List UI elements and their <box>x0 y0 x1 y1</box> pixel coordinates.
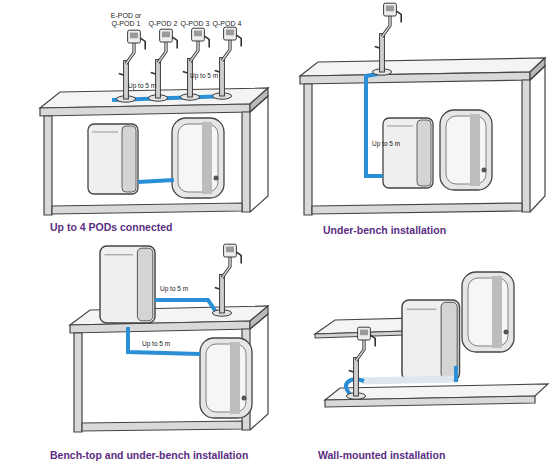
pod-tap <box>148 29 177 101</box>
bench-part <box>300 72 530 84</box>
bench-part <box>304 84 312 215</box>
water-tube <box>138 180 174 182</box>
bench-part <box>522 80 530 212</box>
chiller-unit <box>440 110 492 190</box>
pod-tap <box>372 3 401 75</box>
chiller-unit <box>172 118 224 198</box>
pod-tap <box>180 28 209 100</box>
chiller-unit <box>462 272 514 352</box>
bench-part <box>242 112 250 212</box>
pod-tap <box>346 327 375 399</box>
panel-caption: Bench-top and under-bench installation <box>50 450 280 462</box>
bench <box>70 306 268 432</box>
pod-label: Q-POD 2 <box>146 20 180 28</box>
bench-part <box>82 421 242 431</box>
wall-pipe <box>362 379 456 381</box>
bench-part <box>250 306 268 329</box>
length-note: Up to 5 m <box>190 72 230 79</box>
length-note: Up to 5 m <box>142 340 182 347</box>
bench-part <box>530 66 545 212</box>
bench-part <box>74 333 82 432</box>
bench <box>300 58 545 215</box>
length-note: Up to 5 m <box>372 140 412 147</box>
pod-tap <box>212 27 241 99</box>
pod-tap <box>116 30 145 102</box>
panel-caption: Wall-mounted installation <box>318 450 518 462</box>
water-tube <box>454 366 458 382</box>
bench-part <box>530 58 545 80</box>
pod-label: Q-POD 3 <box>178 20 212 28</box>
bench-part <box>250 96 268 212</box>
panel-caption: Up to 4 PODs connected <box>50 222 250 234</box>
chiller-unit <box>200 338 252 418</box>
chiller-unit <box>88 124 138 194</box>
bench-part <box>44 116 52 215</box>
bench-part <box>52 203 242 214</box>
bench-part <box>250 314 268 430</box>
bench-part <box>312 203 522 214</box>
water-tube <box>366 74 383 176</box>
chiller-unit <box>402 300 460 381</box>
bench-part <box>40 104 250 116</box>
bench <box>40 88 268 215</box>
chiller-unit <box>100 246 155 323</box>
pod-label: E-POD or Q-POD 1 <box>106 12 146 27</box>
pod-label: Q-POD 4 <box>210 20 244 28</box>
water-tube <box>128 327 200 354</box>
pod-tap <box>212 244 241 316</box>
water-tube <box>155 300 216 312</box>
length-note: Up to 5 m <box>160 285 200 292</box>
chiller-unit <box>383 118 433 188</box>
panel-caption: Under-bench installation <box>323 225 523 237</box>
bench-part <box>70 321 250 333</box>
length-note: Up to 5 m <box>128 82 168 89</box>
bench-part <box>250 88 268 112</box>
